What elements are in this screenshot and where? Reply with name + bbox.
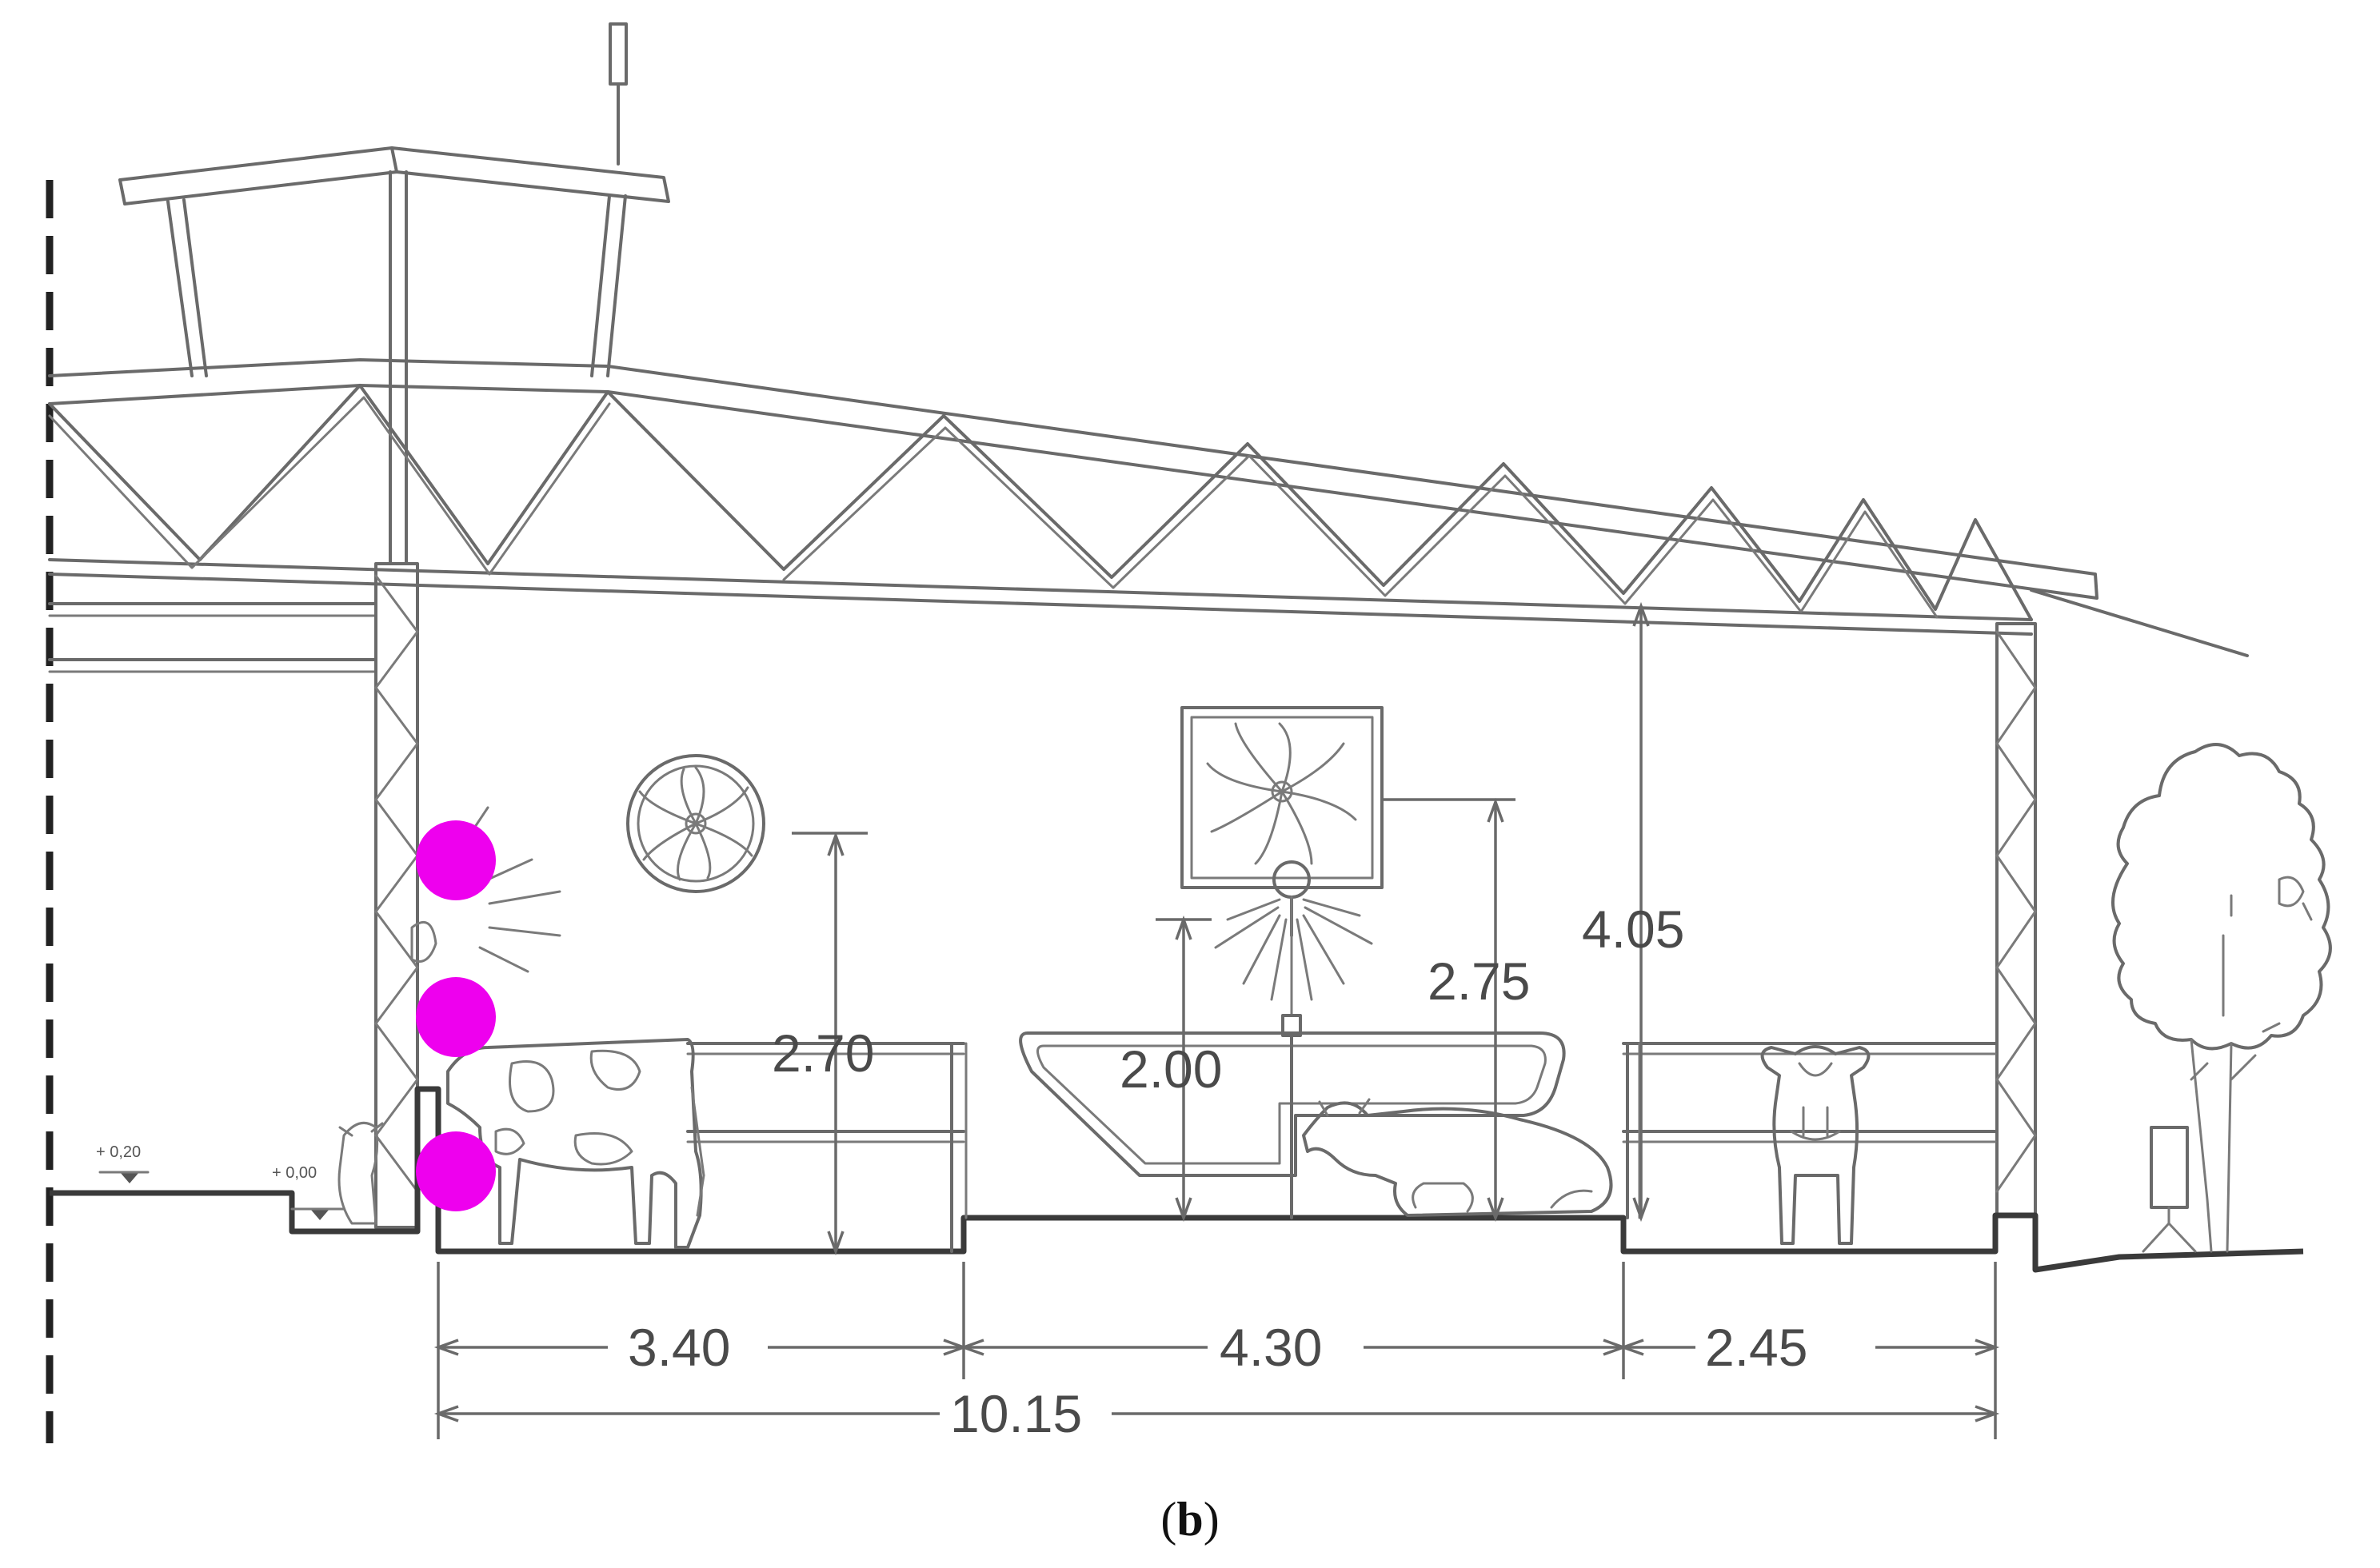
cow-lying-icon [1302, 1098, 1613, 1217]
dim-label-4-05: 4.05 [1582, 900, 1684, 959]
feed-barrier [1019, 1031, 1566, 1177]
dim-height-left-fan: 2.70 [772, 831, 874, 1256]
box-fan-icon [1180, 706, 1384, 889]
light-fixture-icon [1214, 860, 1373, 1219]
dim-label-3-40: 3.40 [628, 1318, 730, 1377]
roof-antenna [609, 22, 628, 166]
outdoor-box-icon [2142, 1126, 2197, 1253]
dim-label-2-45: 2.45 [1705, 1318, 1807, 1377]
level-marks: + 0,20 + 0,00 [96, 1143, 345, 1220]
wall-fan-icon [626, 754, 765, 893]
outer-ground-level: + 0,20 [96, 1143, 141, 1161]
right-lattice-column [1995, 622, 2037, 1217]
caption-open-paren: ( [1160, 1493, 1176, 1546]
sensor-marker-middle [416, 977, 496, 1057]
stall-rails [686, 1042, 1997, 1253]
dim-height-center-light: 2.00 [1120, 915, 1222, 1223]
dim-label-2-75: 2.75 [1428, 952, 1530, 1011]
cow-standing-icon [446, 1038, 705, 1249]
caption-letter: b [1176, 1493, 1203, 1546]
calf-icon [337, 1121, 384, 1225]
sensor-marker-bottom [416, 1131, 496, 1211]
dim-label-2-00: 2.00 [1120, 1039, 1222, 1099]
left-structure [48, 602, 377, 673]
floor-profile [50, 1086, 2304, 1273]
dim-height-center-fan: 2.75 [1384, 797, 1530, 1223]
figure-caption: (b) [1160, 1493, 1219, 1546]
sensor-marker-top [416, 820, 496, 900]
dim-label-10-15: 10.15 [950, 1384, 1082, 1443]
caption-close-paren: ) [1204, 1493, 1220, 1546]
roof-truss [48, 358, 2249, 657]
sensor-markers [416, 820, 496, 1211]
dim-span-row: 3.40 4.30 2.45 10.15 [433, 1262, 2000, 1443]
dim-label-2-70: 2.70 [772, 1023, 874, 1083]
tree-icon [2111, 743, 2332, 1253]
roof-monitor [118, 146, 670, 565]
dim-label-4-30: 4.30 [1220, 1318, 1322, 1377]
inner-step-level: + 0,00 [272, 1164, 317, 1182]
left-lattice-column [374, 562, 419, 1229]
cow-front-icon [1760, 1045, 1871, 1245]
left-light-rays [410, 806, 561, 973]
dim-height-ceiling: 4.05 [1582, 601, 1684, 1223]
